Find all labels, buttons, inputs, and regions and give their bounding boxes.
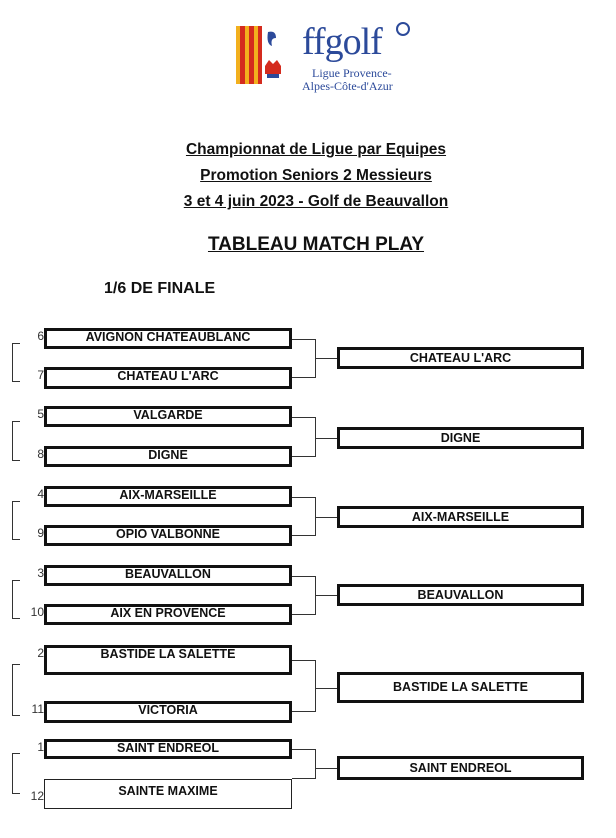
bracket-left-connector: [12, 342, 20, 382]
winner-connector-line: [316, 768, 337, 769]
winner-connector-line: [316, 595, 337, 596]
seed-number-top: 4: [37, 487, 44, 501]
ligue-logo: [236, 26, 292, 88]
bracket-left-connector: [12, 500, 20, 540]
seed-number-top: 1: [37, 740, 44, 754]
round-label: 1/6 DE FINALE: [104, 280, 216, 297]
seed-number-top: 6: [37, 329, 44, 343]
date-venue-title: 3 et 4 juin 2023 - Golf de Beauvallon: [183, 193, 449, 210]
seed-number-top: 5: [37, 407, 44, 421]
category-title: Promotion Seniors 2 Messieurs: [200, 167, 432, 184]
seed-number-bottom: 10: [30, 605, 44, 619]
ligue-subtitle-1: Ligue Provence-: [312, 66, 392, 80]
winner-box: SAINT ENDREOL: [337, 756, 584, 780]
bracket-right-connector: [292, 749, 316, 779]
bracket-right-connector: [292, 660, 316, 712]
team-box-bottom: SAINTE MAXIME: [44, 779, 292, 809]
seed-number-top: 2: [37, 646, 44, 660]
bracket-left-connector: [12, 753, 20, 794]
seed-number-top: 3: [37, 566, 44, 580]
championship-title: Championnat de Ligue par Equipes: [185, 141, 447, 158]
bracket-right-connector: [292, 338, 316, 378]
bracket-right-connector: [292, 575, 316, 615]
team-box-top: VALGARDE: [44, 406, 292, 427]
team-box-bottom: CHATEAU L'ARC: [44, 367, 292, 389]
bracket-right-connector: [292, 496, 316, 536]
seed-number-bottom: 7: [37, 368, 44, 382]
registered-icon: [396, 22, 410, 36]
winner-box: BASTIDE LA SALETTE: [337, 672, 584, 703]
team-box-bottom: OPIO VALBONNE: [44, 525, 292, 546]
winner-box: DIGNE: [337, 427, 584, 449]
bracket-left-connector: [12, 579, 20, 619]
winner-connector-line: [316, 438, 337, 439]
winner-connector-line: [316, 517, 337, 518]
team-box-top: AIX-MARSEILLE: [44, 486, 292, 507]
team-box-top: BEAUVALLON: [44, 565, 292, 586]
winner-connector-line: [316, 358, 337, 359]
team-box-top: SAINT ENDREOL: [44, 739, 292, 759]
tableau-title: TABLEAU MATCH PLAY: [207, 234, 425, 255]
team-box-bottom: AIX EN PROVENCE: [44, 604, 292, 625]
team-box-bottom: DIGNE: [44, 446, 292, 467]
team-box-bottom: VICTORIA: [44, 701, 292, 723]
winner-box: AIX-MARSEILLE: [337, 506, 584, 528]
seed-number-bottom: 12: [30, 789, 44, 803]
winner-box: CHATEAU L'ARC: [337, 347, 584, 369]
seed-number-bottom: 9: [37, 526, 44, 540]
seed-number-bottom: 8: [37, 447, 44, 461]
winner-box: BEAUVALLON: [337, 584, 584, 606]
team-box-top: BASTIDE LA SALETTE: [44, 645, 292, 675]
bracket-right-connector: [292, 416, 316, 457]
team-box-top: AVIGNON CHATEAUBLANC: [44, 328, 292, 349]
winner-connector-line: [316, 687, 337, 689]
ffgolf-brand: ffgolf: [302, 21, 383, 63]
bracket-left-connector: [12, 664, 20, 716]
bracket-left-connector: [12, 420, 20, 461]
ligue-subtitle-2: Alpes-Côte-d'Azur: [302, 79, 393, 93]
seed-number-bottom: 11: [31, 702, 44, 716]
